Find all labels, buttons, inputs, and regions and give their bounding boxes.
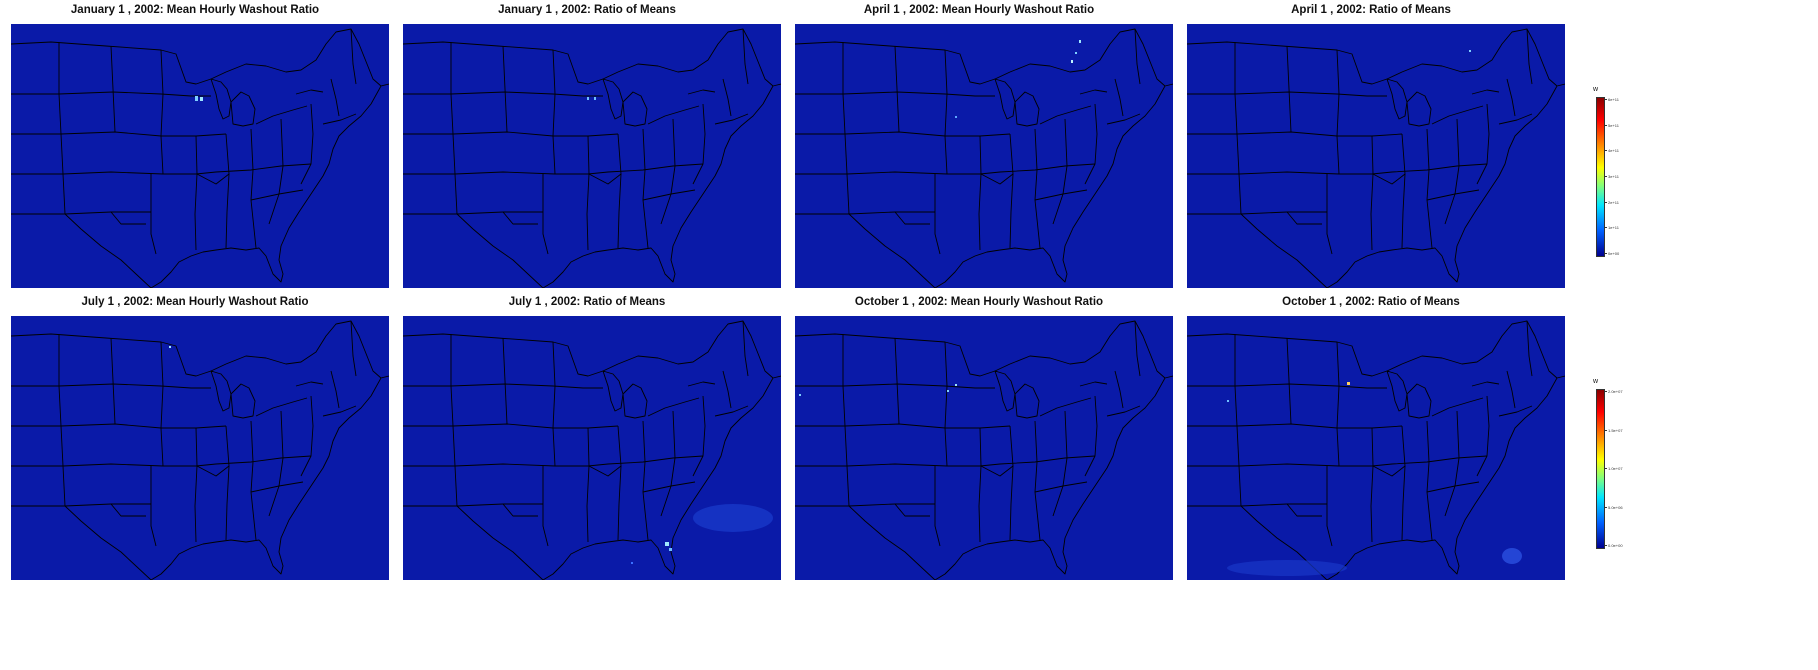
map-panel-jan-washout: January 1 , 2002: Mean Hourly Washout Ra…	[0, 0, 450, 332]
colorbar-tick-label: 0e+00	[1603, 251, 1620, 256]
colorbar-tick-label: 4e+11	[1604, 148, 1619, 154]
panel-title: October 1 , 2002: Mean Hourly Washout Ra…	[854, 296, 1104, 308]
map-highlights	[1469, 50, 1471, 52]
us-map	[1187, 24, 1565, 288]
us-map	[795, 24, 1173, 288]
colorbar-tick-label: 3e+11	[1604, 174, 1619, 179]
colorbar-tick-label: 2.0e+07	[1604, 389, 1623, 394]
panel-title: April 1 , 2002: Mean Hourly Washout Rati…	[863, 4, 1095, 16]
colorbar	[1596, 389, 1605, 549]
us-map	[1187, 316, 1565, 580]
map-panel-jul-ratio: July 1 , 2002: Ratio of Means w 4e+073e+…	[392, 292, 842, 624]
colorbar-label: w	[1593, 86, 1599, 93]
map-panel-oct-ratio: October 1 , 2002: Ratio of Means w 2.0e+…	[1176, 292, 1626, 624]
colorbar-tick-label: 0.0e+00	[1604, 543, 1623, 548]
colorbar-tick-label: 1e+11	[1604, 225, 1619, 231]
colorbar-tick-label: 1.5e+07	[1604, 427, 1623, 433]
map-panel-apr-ratio: April 1 , 2002: Ratio of Means w 6e+11 5e…	[1176, 0, 1626, 332]
map-highlights	[587, 97, 596, 100]
colorbar-tick-label: 5e+11	[1604, 122, 1619, 128]
panel-title: January 1 , 2002: Ratio of Means	[498, 4, 676, 16]
map-highlights	[955, 40, 1081, 118]
colorbar-tick-label: 2e+11	[1604, 199, 1619, 205]
colorbar-tick-label: 1.0e+07	[1604, 466, 1623, 471]
us-map	[795, 316, 1173, 580]
colorbar-tick-label: 6e+11	[1604, 97, 1619, 102]
panel-title: July 1 , 2002: Ratio of Means	[508, 296, 666, 308]
us-map	[11, 316, 389, 580]
map-highlights	[631, 504, 773, 564]
panel-title: July 1 , 2002: Mean Hourly Washout Ratio	[81, 296, 309, 308]
colorbar	[1596, 97, 1605, 257]
map-panel-jan-ratio: January 1 , 2002: Ratio of Means w 6e+07…	[392, 0, 842, 332]
colorbar-tick-label: 5.0e+06	[1604, 504, 1623, 510]
map-highlights	[169, 346, 171, 348]
map-highlights	[799, 384, 957, 396]
map-highlights	[1227, 382, 1522, 576]
map-panel-apr-washout: April 1 , 2002: Mean Hourly Washout Rati…	[784, 0, 1234, 332]
map-highlights	[195, 96, 203, 101]
us-map	[11, 24, 389, 288]
colorbar-label: w	[1593, 378, 1599, 385]
map-panel-jul-washout: July 1 , 2002: Mean Hourly Washout Ratio…	[0, 292, 450, 624]
panel-title: April 1 , 2002: Ratio of Means	[1291, 4, 1451, 16]
us-map	[403, 316, 781, 580]
us-map	[403, 24, 781, 288]
map-panel-oct-washout: October 1 , 2002: Mean Hourly Washout Ra…	[784, 292, 1234, 624]
panel-title: January 1 , 2002: Mean Hourly Washout Ra…	[70, 4, 320, 16]
panel-title: October 1 , 2002: Ratio of Means	[1282, 296, 1460, 308]
